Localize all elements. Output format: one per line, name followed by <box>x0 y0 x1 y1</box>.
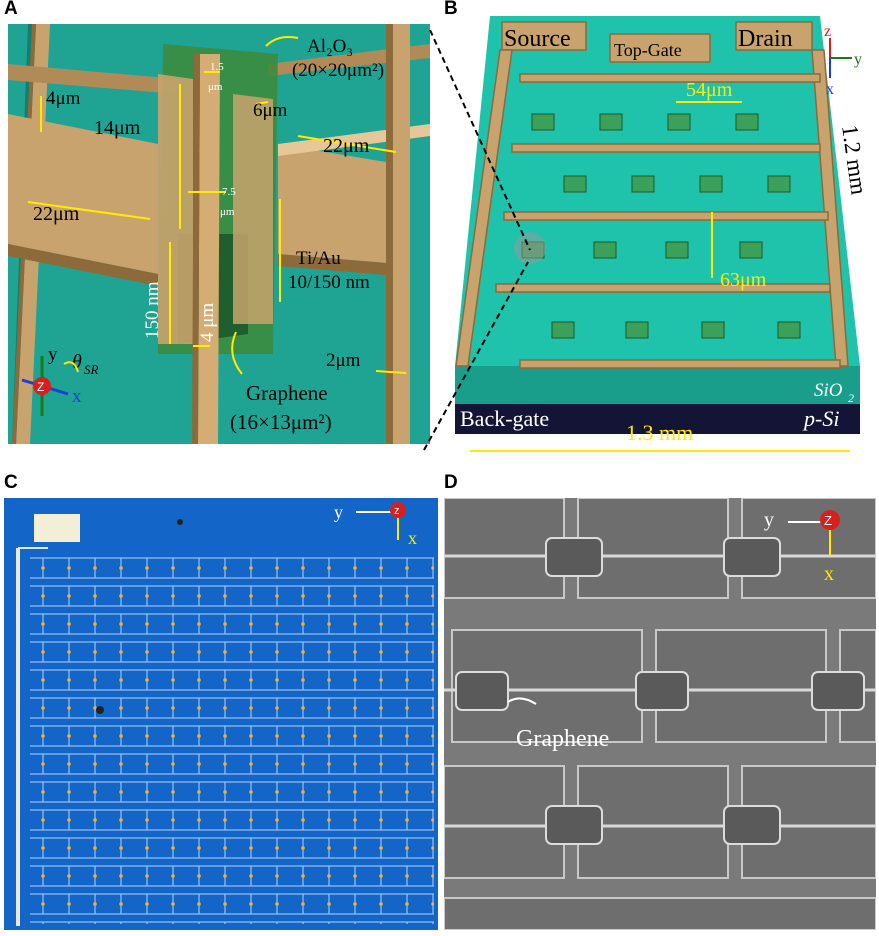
axis-triad-b: z y x <box>824 23 862 98</box>
svg-text:θ: θ <box>72 351 82 373</box>
graphene-label-d: Graphene <box>516 726 609 752</box>
p-si-label: p-Si <box>802 406 839 431</box>
panel-letter-a: A <box>4 0 18 19</box>
svg-text:y: y <box>764 509 774 531</box>
svg-text:z: z <box>394 505 400 517</box>
panel-letter-b: B <box>444 0 458 19</box>
panel-b-array-schematic: Source Top-Gate Drain 54μm 63μm 1.2 mm S… <box>455 16 872 452</box>
zoom-dashed-lines <box>423 30 531 451</box>
source-pad <box>501 21 587 51</box>
sio2-label: SiO <box>814 380 843 401</box>
dim-150nm-label: 150 nm <box>142 281 163 339</box>
dim-1-5um-unit: μm <box>208 81 223 93</box>
right-horizontal-electrode <box>278 144 398 264</box>
dim-4um-vertical-label: 4 μm <box>197 303 218 342</box>
topgate-label: Top-Gate <box>614 40 682 60</box>
al2o3-size-label: (20×20μm²) <box>292 60 384 81</box>
topgate-pad <box>609 33 711 63</box>
source-label: Source <box>504 26 571 52</box>
tiau-thickness-label: 10/150 nm <box>288 272 370 293</box>
dim-7-5um-unit: μm <box>220 206 235 218</box>
dim-2um-label: 2μm <box>326 350 361 371</box>
svg-text:x: x <box>824 563 834 585</box>
dim-63um-label: 63μm <box>720 269 767 291</box>
panel-a-device-schematic: Al₂O₃ (20×20μm²) 4μm 14μm 6μm 1.5 μm 22μ… <box>8 24 430 444</box>
dim-1-5um-value: 1.5 <box>210 61 224 73</box>
axis-triad-a: Z y x θ SR <box>21 344 99 416</box>
svg-text:x: x <box>408 528 417 548</box>
dim-6um-label: 6μm <box>253 100 288 121</box>
graphene-label: Graphene <box>246 381 328 405</box>
backgate-label: Back-gate <box>460 406 549 431</box>
dim-7-5um-value: 7.5 <box>222 186 236 198</box>
sem-device-cells <box>455 537 865 845</box>
svg-text:y: y <box>48 344 58 365</box>
drain-pad <box>735 21 813 51</box>
bond-pad <box>34 514 80 542</box>
svg-text:x: x <box>72 386 82 407</box>
panel-letter-d: D <box>444 472 458 493</box>
dim-22um-left-label: 22μm <box>33 203 80 225</box>
svg-text:z: z <box>824 23 831 40</box>
svg-text:Z: Z <box>37 380 44 394</box>
dim-22um-top-label: 22μm <box>323 135 370 157</box>
drain-label: Drain <box>738 26 793 52</box>
dim-1-3mm-label: 1.3 mm <box>626 420 693 445</box>
svg-text:y: y <box>854 51 862 68</box>
panel-letter-c: C <box>4 472 18 493</box>
axis-triad-d: Z y x <box>764 509 840 585</box>
p-si-layer <box>455 404 860 434</box>
svg-text:y: y <box>334 502 343 522</box>
left-horizontal-electrode <box>8 114 158 274</box>
svg-text:Z: Z <box>824 513 832 528</box>
dim-4um-label: 4μm <box>46 88 81 109</box>
panel-d-sem-image: Graphene Z y x <box>444 498 876 930</box>
dim-1-2mm-label: 1.2 mm <box>837 123 872 196</box>
tiau-label: Ti/Au <box>296 248 341 269</box>
dim-54um-label: 54μm <box>686 79 733 101</box>
graphene-size-label: (16×13μm²) <box>230 410 332 434</box>
svg-text:SR: SR <box>84 362 99 377</box>
top-gate-finger <box>198 54 220 444</box>
axis-triad-c: z y x <box>334 502 417 548</box>
chip-top-surface <box>455 16 860 366</box>
al2o3-label: Al₂O₃ <box>307 36 353 57</box>
dim-14um-label: 14μm <box>94 117 141 139</box>
sio2-subscript: 2 <box>848 391 854 405</box>
device-array-grid <box>30 552 434 924</box>
svg-text:x: x <box>826 81 834 98</box>
panel-c-optical-image: z y x <box>4 498 438 930</box>
